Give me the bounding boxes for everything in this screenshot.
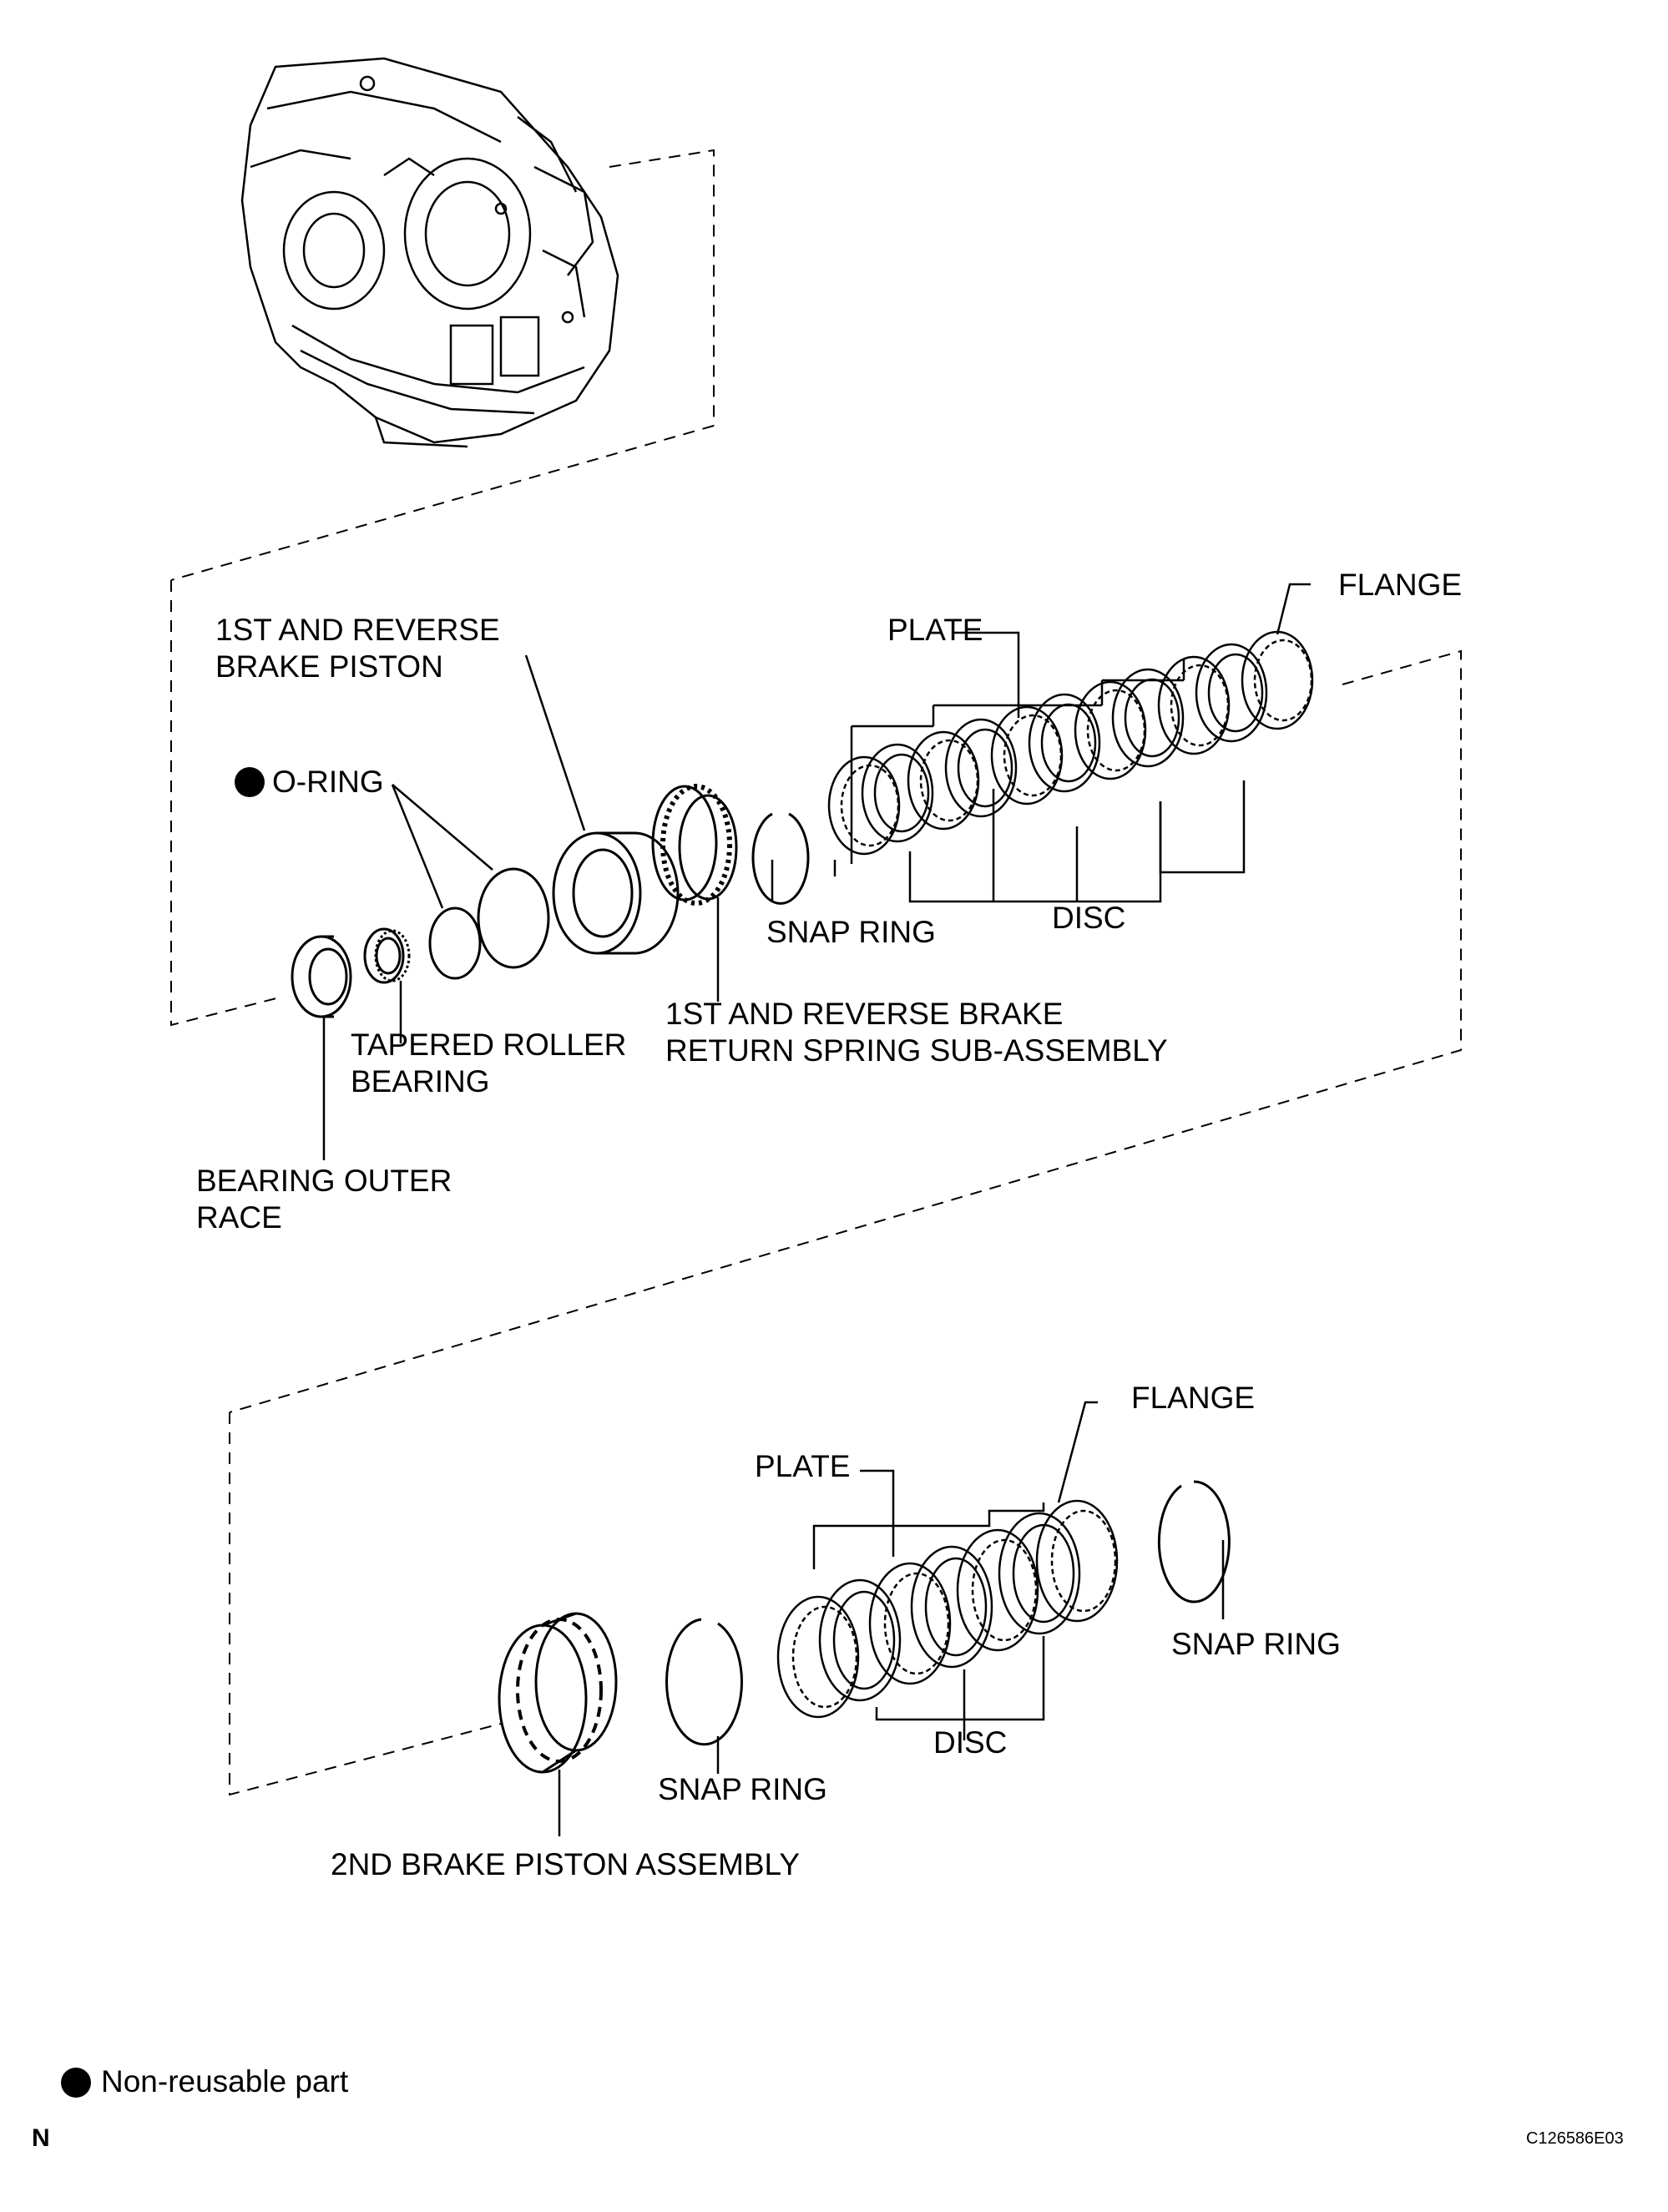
label-o-ring: O-RING (272, 765, 384, 799)
o-ring-small (428, 907, 482, 980)
label-snap-ring-lower-right: SNAP RING (1171, 1627, 1341, 1661)
figure-code: C126586E03 (1526, 2129, 1624, 2148)
orientation-mark: N (32, 2124, 50, 2152)
1st-reverse-return-spring (651, 784, 738, 906)
bearing-outer-race (291, 935, 352, 1018)
dashed-frame-lines (170, 149, 1462, 1796)
label-plate-upper: PLATE (887, 613, 983, 647)
upper-leader-lines (322, 583, 1311, 1160)
label-flange-upper: FLANGE (1338, 568, 1463, 602)
upper-clutch-pack (827, 630, 1314, 856)
transaxle-case-drawing (240, 57, 619, 448)
label-2nd-brake-piston: 2ND BRAKE PISTON ASSEMBLY (331, 1847, 801, 1881)
2nd-brake-piston (498, 1612, 618, 1774)
legend-non-reusable-icon (61, 2068, 91, 2098)
lower-clutch-pack (776, 1499, 1119, 1719)
label-snap-ring-lower-left: SNAP RING (658, 1772, 827, 1806)
label-plate-lower: PLATE (755, 1449, 851, 1483)
1st-reverse-brake-piston (552, 831, 680, 955)
snap-ring-upper (751, 812, 810, 905)
snap-ring-lower-right (1157, 1480, 1231, 1603)
legend-non-reusable-label: Non-reusable part (101, 2064, 349, 2098)
label-tapered-roller-bearing: TAPERED ROLLER BEARING (351, 1028, 627, 1098)
lower-leader-lines (558, 1401, 1225, 1836)
label-disc-lower: DISC (933, 1725, 1008, 1760)
label-1st-reverse-brake-piston: 1ST AND REVERSE BRAKE PISTON (215, 613, 500, 684)
non-reusable-marker-o-ring (235, 767, 265, 797)
tapered-roller-bearing (363, 927, 411, 984)
label-return-spring: 1ST AND REVERSE BRAKE RETURN SPRING SUB-… (665, 997, 1168, 1068)
label-snap-ring-upper: SNAP RING (766, 915, 936, 949)
label-bearing-outer-race: BEARING OUTER RACE (196, 1164, 452, 1235)
label-disc-upper: DISC (1052, 901, 1126, 935)
o-ring-large (477, 867, 550, 969)
snap-ring-lower-left (665, 1618, 743, 1746)
label-flange-lower: FLANGE (1131, 1381, 1256, 1415)
